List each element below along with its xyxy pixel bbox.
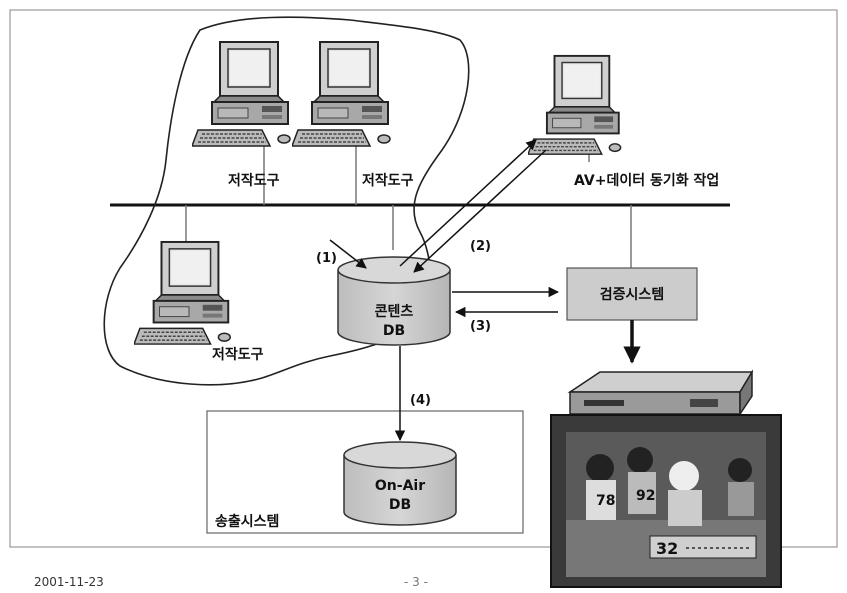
- flow-label-4: (4): [410, 393, 431, 408]
- authoring-pc-3: [134, 240, 232, 346]
- footer-date: 2001-11-23: [34, 575, 104, 589]
- authoring-tool-label-2: 저작도구: [362, 172, 414, 189]
- content-db: 콘텐츠 DB: [337, 256, 451, 346]
- tv-display: 78 92 32: [550, 414, 782, 588]
- set-top-box: [567, 369, 754, 417]
- svg-text:92: 92: [636, 488, 655, 504]
- flow-label-1: (1): [316, 251, 337, 266]
- onair-db: On-Air DB: [343, 441, 457, 526]
- authoring-pc-1: [192, 41, 291, 147]
- verify-system: 검증시스템: [566, 267, 698, 321]
- outer-frame: [9, 9, 838, 548]
- onair-db-label-line2: DB: [389, 497, 411, 513]
- content-db-label-line1: 콘텐츠: [375, 303, 414, 320]
- tv-score: 32: [656, 539, 678, 558]
- onair-db-label-line1: On-Air: [375, 478, 425, 494]
- authoring-tool-label-1: 저작도구: [228, 172, 280, 189]
- av-sync-label: AV+데이터 동기화 작업: [574, 172, 719, 189]
- authoring-pc-2: [292, 41, 391, 147]
- authoring-tool-label-3: 저작도구: [212, 346, 264, 363]
- verify-system-label: 검증시스템: [600, 286, 664, 303]
- footer-page: - 3 -: [404, 575, 428, 589]
- flow-label-2: (2): [470, 239, 491, 254]
- flow-arrows: [329, 139, 560, 442]
- svg-text:78: 78: [596, 493, 615, 509]
- flow-label-3: (3): [470, 319, 491, 334]
- broadcast-system-label: 송출시스템: [215, 513, 279, 530]
- av-sync-pc: [528, 54, 622, 156]
- content-db-label-line2: DB: [383, 323, 405, 339]
- broadcast-system-box: [206, 410, 524, 534]
